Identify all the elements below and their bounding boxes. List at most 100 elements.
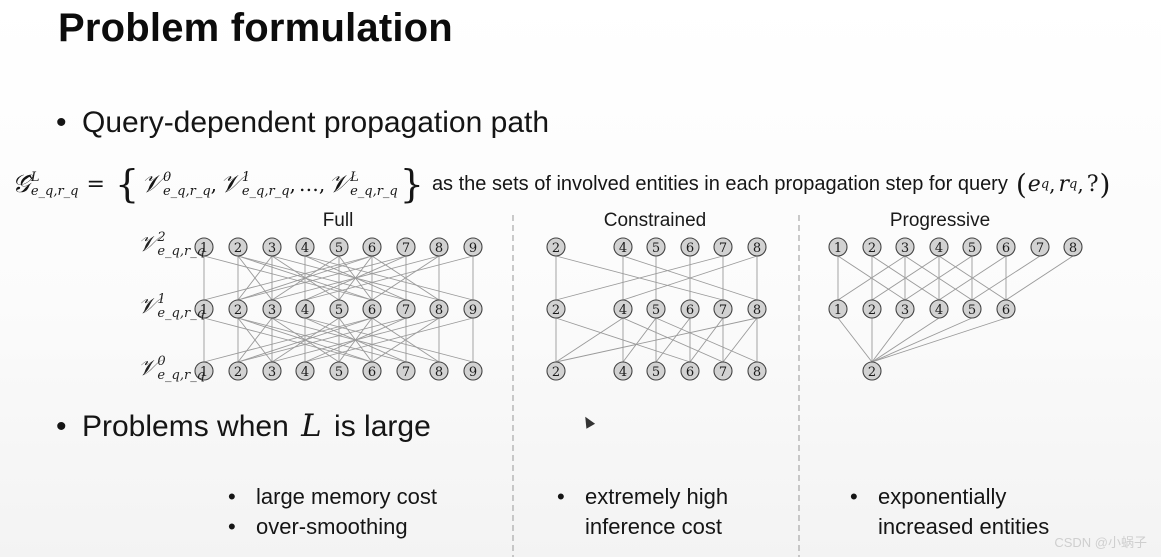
entity-node-circle (396, 299, 416, 319)
entity-node: 7 (713, 237, 733, 257)
entity-node-circle (828, 237, 848, 257)
entity-node: 5 (329, 361, 349, 381)
set-symbol-L: 𝒱 (328, 169, 350, 198)
entity-node-circle (613, 237, 633, 257)
comma: , (1077, 172, 1084, 196)
formula-line: 𝒢̂ L e_q,r_q = { 𝒱 0 e_q,r_q , 𝒱 1 e_q,r… (12, 160, 1111, 208)
formula-lhs-sub: e_q,r_q (30, 183, 79, 199)
entity-node-label: 2 (868, 365, 876, 380)
entity-node-circle (996, 299, 1016, 319)
entity-node: 2 (228, 299, 248, 319)
entity-node-circle (262, 361, 282, 381)
query-r: r (1058, 171, 1070, 197)
formula-lhs-sup: L (30, 169, 40, 185)
formula-lhs-supsub: L e_q,r_q (31, 171, 79, 198)
entity-node-label: 5 (968, 241, 976, 256)
entity-node-label: 7 (719, 241, 727, 256)
bullet-dot: • (56, 410, 67, 443)
entity-node: 8 (429, 299, 449, 319)
entity-node-circle (228, 361, 248, 381)
entity-node: 2 (228, 361, 248, 381)
entity-node-label: 4 (301, 365, 309, 380)
entity-node-circle (329, 361, 349, 381)
problem-item: inference cost (585, 514, 722, 540)
set-1-sub: e_q,r_q (241, 183, 290, 199)
graph-edge (555, 317, 758, 363)
entity-node-label: 6 (686, 365, 694, 380)
entity-node: 5 (646, 361, 666, 381)
set-0-supsub: 0 e_q,r_q (163, 171, 211, 198)
entity-node-label: 5 (968, 303, 976, 318)
entity-node-label: 2 (234, 365, 242, 380)
entity-node-circle (194, 361, 214, 381)
entity-node: 2 (862, 237, 882, 257)
comma: , (318, 172, 326, 196)
graph-edge (555, 317, 691, 363)
entity-node-circle (962, 299, 982, 319)
entity-node-circle (646, 237, 666, 257)
entity-node-label: 6 (686, 241, 694, 256)
graph-edge (904, 255, 973, 301)
entity-node-label: 1 (834, 241, 842, 256)
entity-node-label: 2 (552, 365, 560, 380)
watermark: CSDN @小蜗子 (1054, 535, 1147, 550)
entity-node-label: 3 (901, 303, 909, 318)
problem-item: •exponentially (850, 484, 1006, 510)
problem-item: increased entities (878, 514, 1049, 540)
graph-edge (203, 255, 373, 301)
set-0-sup: 0 (162, 169, 172, 185)
entity-node-label: 6 (368, 303, 376, 318)
set-L-sup: L (350, 169, 359, 185)
entity-node: 2 (228, 237, 248, 257)
entity-node: 4 (613, 237, 633, 257)
layer-label-sup: 1 (157, 292, 166, 307)
bullet-dot: • (557, 484, 565, 509)
graph-edge (871, 317, 940, 363)
entity-node-circle (362, 361, 382, 381)
entity-node-circle (396, 237, 416, 257)
graph-edge (237, 255, 373, 301)
entity-node-circle (546, 237, 566, 257)
entity-node-label: 5 (335, 365, 343, 380)
entity-node: 7 (713, 361, 733, 381)
entity-node-circle (396, 361, 416, 381)
problem-item: •extremely high (557, 484, 728, 510)
entity-node: 8 (429, 361, 449, 381)
entity-node: 8 (429, 237, 449, 257)
entity-node-circle (646, 299, 666, 319)
entity-node: 5 (962, 237, 982, 257)
entity-node-label: 5 (335, 303, 343, 318)
entity-node-label: 3 (268, 303, 276, 318)
entity-node-label: 4 (619, 365, 627, 380)
graph-edge (304, 317, 474, 363)
entity-node-circle (463, 299, 483, 319)
graph-edge (655, 317, 758, 363)
entity-node-circle (546, 361, 566, 381)
entity-node-circle (429, 361, 449, 381)
layer-label-sub: e_q,r_q (157, 244, 206, 259)
entity-node: 6 (996, 237, 1016, 257)
entity-node-circle (262, 299, 282, 319)
entity-node-label: 2 (552, 303, 560, 318)
left-brace: { (114, 162, 140, 206)
layer-label-sup: 0 (157, 354, 166, 369)
graph-edge (837, 255, 906, 301)
entity-node-label: 2 (234, 241, 242, 256)
entity-node: 5 (646, 299, 666, 319)
entity-node: 6 (680, 237, 700, 257)
entity-node-label: 4 (935, 241, 943, 256)
graph-edge (237, 317, 407, 363)
entity-node-label: 7 (719, 303, 727, 318)
entity-node-label: 7 (402, 365, 410, 380)
problem-item-text: over-smoothing (256, 514, 408, 539)
entity-node-circle (262, 237, 282, 257)
graph-edge (237, 255, 407, 301)
entity-node: 2 (862, 299, 882, 319)
problem-item-text: increased entities (878, 514, 1050, 539)
problem-item: •large memory cost (228, 484, 437, 510)
set-0-sub: e_q,r_q (162, 183, 211, 199)
entity-node: 4 (295, 361, 315, 381)
